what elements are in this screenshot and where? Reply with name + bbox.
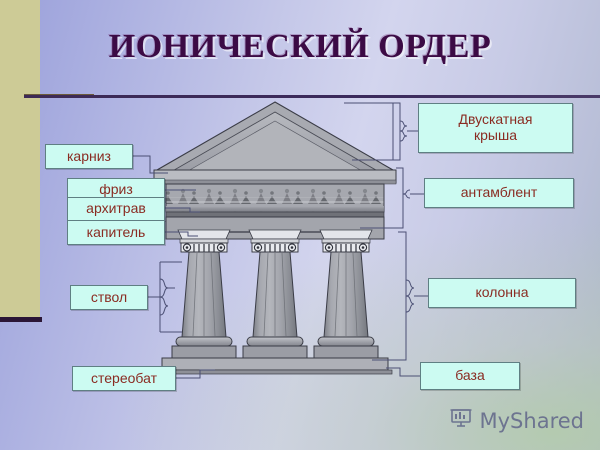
ionic-order-diagram (150, 96, 400, 396)
column-1 (171, 229, 237, 359)
column-base (313, 336, 379, 359)
column-3 (313, 229, 379, 359)
column-base (242, 336, 308, 359)
bottom-rule (0, 317, 42, 322)
page-title: ИОНИЧЕСКИЙ ОРДЕР (108, 28, 492, 65)
label-stvol[interactable]: ствол (70, 285, 148, 310)
pediment-group (154, 101, 396, 176)
frieze-group (165, 183, 385, 213)
top-rule (24, 95, 600, 98)
label-baza[interactable]: база (420, 362, 520, 390)
label-antamblent-text: антамблент (460, 184, 538, 201)
label-stereobat-text: стереобат (91, 369, 157, 386)
ionic-capital (322, 242, 370, 253)
cornice-group (153, 169, 397, 185)
label-friz-text: фриз (99, 181, 133, 198)
label-kapitel[interactable]: капитель (67, 220, 165, 245)
myshared-watermark: MyShared (449, 406, 584, 436)
ionic-capital (180, 242, 228, 253)
label-karniz[interactable]: карниз (45, 144, 133, 169)
label-arkhitrav-text: архитрав (86, 200, 146, 217)
label-karniz-text: карниз (67, 147, 111, 164)
label-kolonna[interactable]: колонна (428, 278, 576, 308)
label-roof-line1: Двускатная (458, 111, 533, 128)
label-kolonna-text: колонна (475, 284, 529, 301)
ionic-capital (251, 242, 299, 253)
label-kapitel-text: капитель (86, 223, 146, 240)
stereobate-group (157, 357, 393, 375)
label-stvol-text: ствол (90, 288, 128, 305)
label-stereobat[interactable]: стереобат (72, 366, 176, 391)
presentation-board-icon (449, 406, 473, 436)
top-rule-highlight (24, 94, 94, 95)
label-antamblent[interactable]: антамблент (424, 178, 574, 208)
left-accent-band (0, 0, 40, 320)
column-2 (242, 229, 308, 359)
label-arkhitrav[interactable]: архитрав (67, 197, 165, 221)
label-roof-line2: крыша (474, 127, 517, 143)
column-base (171, 336, 237, 359)
label-baza-text: база (455, 367, 485, 384)
label-roof[interactable]: Двускатная крыша (418, 103, 573, 153)
myshared-text: MyShared (479, 409, 584, 433)
